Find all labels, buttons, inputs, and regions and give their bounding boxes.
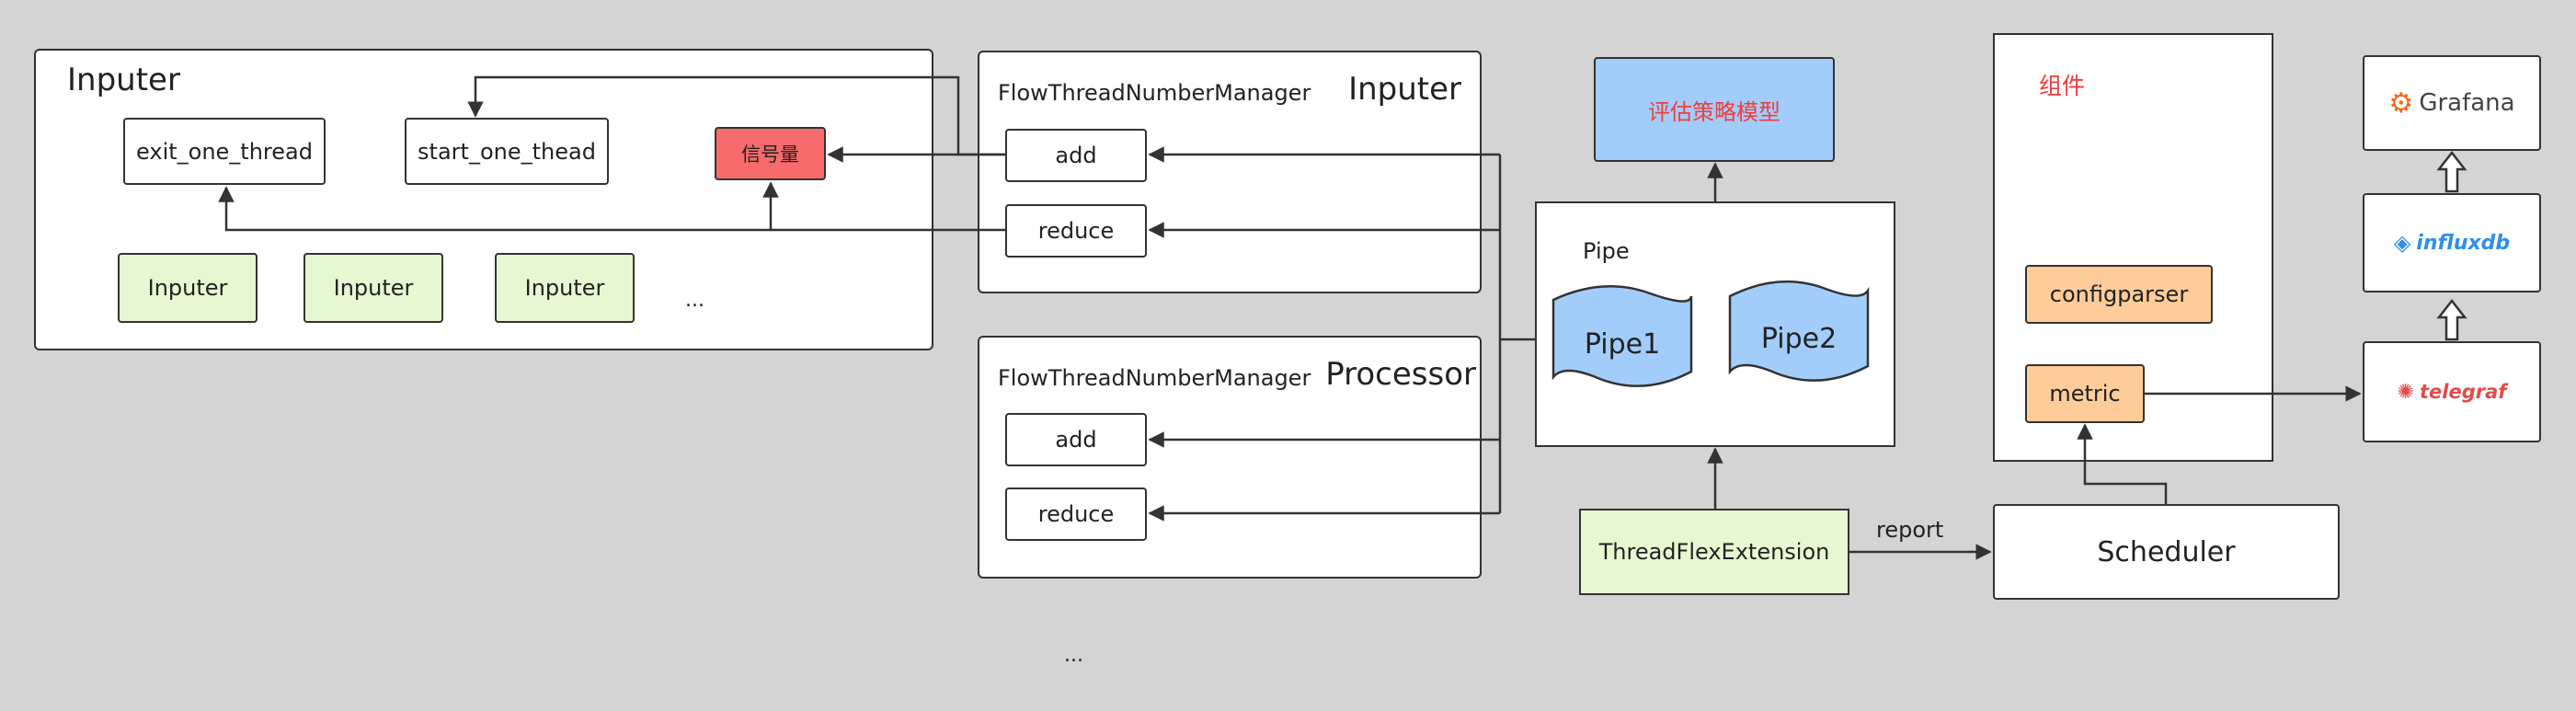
- bottom-ellipsis: ...: [1064, 644, 1083, 667]
- exit-one-thread-node: exit_one_thread: [123, 118, 326, 185]
- grafana-logo-icon: ⚙: [2388, 86, 2414, 120]
- metric-node: metric: [2025, 364, 2145, 423]
- inputer-panel-title: Inputer: [67, 62, 180, 98]
- arrow-add-to-start-one-thead: [467, 75, 1005, 156]
- influxdb-label: influxdb: [2416, 231, 2511, 255]
- pipe1-shape: [1551, 285, 1693, 387]
- ftnm-inputer-add-node: add: [1005, 129, 1147, 182]
- telegraf-label: telegraf: [2420, 381, 2507, 403]
- hollow-arrow-influxdb-to-grafana: [2436, 150, 2467, 193]
- ftnm-trunk-line: [1498, 155, 1535, 513]
- inputer-node-2: Inputer: [303, 253, 443, 323]
- ftnm-inputer-manager-label: FlowThreadNumberManager: [998, 80, 1311, 106]
- arrow-reduce-to-semaphore: [762, 181, 1005, 232]
- pipe2-shape: [1728, 280, 1870, 382]
- ftnm-processor-add-node: add: [1005, 413, 1147, 466]
- report-label: report: [1876, 517, 1944, 543]
- start-one-thead-node: start_one_thead: [405, 118, 609, 185]
- scheduler-node: Scheduler: [1993, 504, 2340, 600]
- telegraf-logo-icon: ✺: [2397, 380, 2414, 404]
- influxdb-logo-icon: ◈: [2393, 230, 2411, 256]
- arrow-scheduler-to-metric: [2077, 423, 2168, 504]
- pipe-panel-title: Pipe: [1583, 238, 1630, 264]
- components-title: 组件: [2039, 73, 2086, 99]
- thread-flex-extension-node: ThreadFlexExtension: [1579, 509, 1849, 595]
- inputer-node-3: Inputer: [495, 253, 635, 323]
- semaphore-node: 信号量: [715, 127, 826, 180]
- ftnm-inputer-reduce-node: reduce: [1005, 204, 1147, 258]
- telegraf-node: ✺ telegraf: [2363, 341, 2541, 442]
- inputer-node-1: Inputer: [118, 253, 258, 323]
- ftnm-processor-reduce-node: reduce: [1005, 487, 1147, 541]
- ftnm-inputer-title: Inputer: [1348, 71, 1461, 108]
- grafana-node: ⚙ Grafana: [2363, 55, 2541, 151]
- arrow-reduce-to-exit-one-thread: [218, 186, 771, 232]
- pipe1-label: Pipe1: [1585, 328, 1660, 361]
- configparser-node: configparser: [2025, 265, 2213, 324]
- inputer-ellipsis: ...: [685, 289, 704, 312]
- evaluation-model-node: 评估策略模型: [1594, 57, 1835, 162]
- ftnm-processor-manager-label: FlowThreadNumberManager: [998, 365, 1311, 391]
- grafana-label: Grafana: [2419, 89, 2515, 117]
- influxdb-node: ◈ influxdb: [2363, 193, 2541, 292]
- hollow-arrow-telegraf-to-influxdb: [2436, 298, 2467, 341]
- ftnm-processor-title: Processor: [1325, 356, 1476, 393]
- pipe2-label: Pipe2: [1761, 323, 1837, 355]
